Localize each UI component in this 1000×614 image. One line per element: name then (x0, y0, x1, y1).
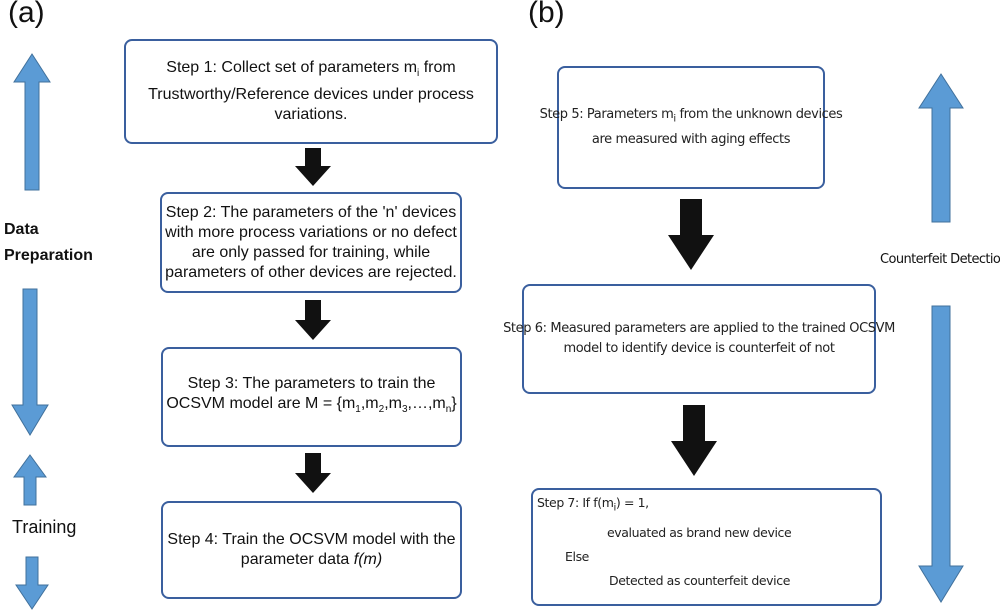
step-6-line-1: Step 6: Measured parameters are applied … (503, 321, 895, 336)
step-4-line-2: parameter data f(m) (240, 551, 383, 568)
arrow-step1-to-step2-icon (295, 148, 331, 186)
panel-label-b: (b) (528, 0, 565, 29)
arrow-step6-to-step7-icon (671, 405, 717, 476)
step-4-line-1: Step 4: Train the OCSVM model with the (167, 531, 456, 548)
step-2-line-4: parameters of other devices are rejected… (165, 263, 457, 281)
counterfeit-up-arrow-icon (918, 73, 964, 223)
counterfeit-down-arrow-icon (918, 305, 964, 603)
step-3-line-2: OCSVM model are M = {m1,m2,m3,…,mn} (166, 394, 457, 416)
step-7-line-2: evaluated as brand new device (607, 524, 792, 540)
training-label: Training (12, 517, 77, 537)
step-3-line-1: Step 3: The parameters to train the (187, 374, 436, 392)
step-7-line-3: Else (565, 548, 589, 564)
step-5-box: Step 5: Parameters mi from the unknown d… (540, 66, 843, 189)
arrow-step3-to-step4-icon (295, 453, 331, 493)
step-7-box: Step 7: If f(mi) = 1, evaluated as brand… (531, 488, 882, 606)
data-preparation-line-1: Data (4, 221, 39, 238)
data-prep-up-arrow-icon (13, 53, 51, 191)
step-6-box: Step 6: Measured parameters are applied … (503, 284, 895, 394)
arrow-step2-to-step3-icon (295, 300, 331, 340)
step-4-box: Step 4: Train the OCSVM model with the p… (161, 501, 462, 599)
panel-label-a: (a) (8, 0, 45, 29)
arrow-step5-to-step6-icon (668, 199, 714, 270)
step-5-line-1: Step 5: Parameters mi from the unknown d… (539, 107, 843, 125)
counterfeit-detection-label: Counterfeit Detection (880, 252, 1000, 267)
step-7-line-4: Detected as counterfeit device (609, 572, 791, 588)
training-up-arrow-icon (13, 454, 47, 506)
step-2-line-2: with more process variations or no defec… (165, 223, 457, 241)
training-down-arrow-icon (15, 556, 49, 610)
step-1-line-1: Step 1: Collect set of parameters mi fro… (166, 59, 456, 80)
step-7-line-1: Step 7: If f(mi) = 1, (537, 495, 649, 514)
step-1-line-2: Trustworthy/Reference devices under proc… (148, 85, 474, 103)
step-6-line-2: model to identify device is counterfeit … (563, 341, 835, 356)
data-prep-down-arrow-icon (11, 288, 49, 436)
step-2-line-3: are only passed for training, while (191, 243, 431, 261)
data-preparation-label: Data Preparation (4, 217, 93, 269)
step-2-line-1: Step 2: The parameters of the 'n' device… (165, 203, 457, 221)
step-5-line-2: are measured with aging effects (591, 131, 791, 147)
data-preparation-line-2: Preparation (4, 247, 93, 264)
step-1-box: Step 1: Collect set of parameters mi fro… (124, 39, 498, 144)
step-2-box: Step 2: The parameters of the 'n' device… (160, 192, 462, 293)
step-3-box: Step 3: The parameters to train the OCSV… (161, 347, 462, 447)
step-1-line-3: variations. (274, 105, 348, 123)
